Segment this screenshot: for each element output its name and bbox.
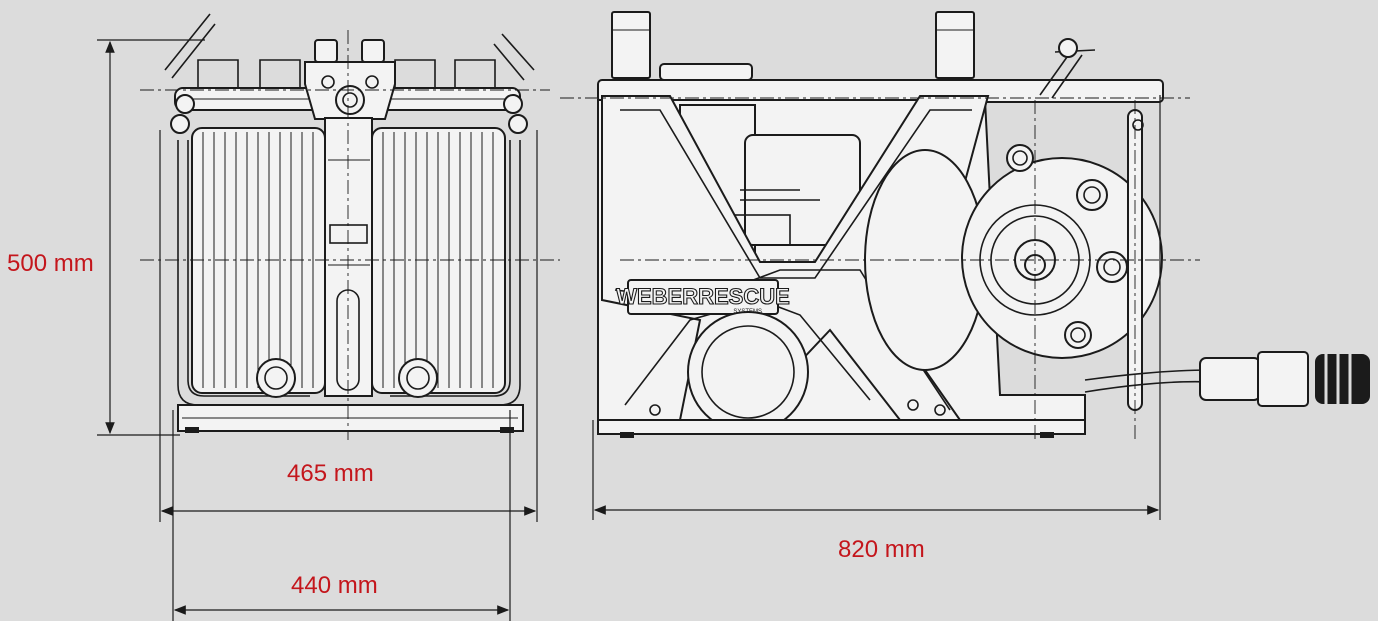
length-dimension-label: 820 mm — [838, 536, 925, 563]
side-view — [560, 11, 1370, 440]
transport-wheel — [687, 311, 809, 433]
side-base-plate — [597, 419, 1086, 435]
valve-block — [304, 39, 396, 120]
left-lifting-handle — [164, 13, 216, 79]
brand-logo-subtext: SYSTEMS — [733, 309, 762, 315]
hose-coupling — [1084, 351, 1370, 407]
right-hand-wheel — [398, 358, 438, 398]
inner-width-dimension-label: 440 mm — [291, 572, 378, 599]
right-hose-reel — [371, 127, 506, 394]
side-top-handles — [611, 11, 975, 81]
height-dimension-label: 500 mm — [7, 250, 94, 277]
brand-logo-text: WEBERRESCUE — [616, 284, 790, 309]
side-top-rail — [597, 79, 1164, 103]
right-lifting-handle — [493, 33, 535, 81]
dimension-lines — [97, 39, 1161, 621]
center-column — [324, 117, 373, 397]
left-hand-wheel — [256, 358, 296, 398]
outer-width-dimension-label: 465 mm — [287, 460, 374, 487]
brand-logo-plate — [627, 279, 779, 315]
front-view — [140, 13, 560, 440]
left-hose-reel — [191, 127, 326, 394]
